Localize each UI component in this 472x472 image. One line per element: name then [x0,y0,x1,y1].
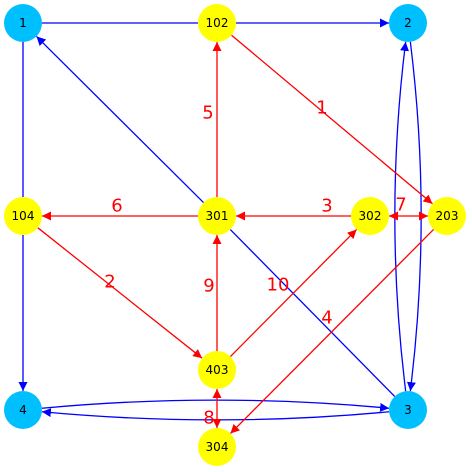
node-1: 1 [4,4,42,42]
node-circle-302 [351,197,389,235]
node-circle-403 [198,351,236,389]
node-circle-301 [198,197,236,235]
edge-4-3 [41,399,390,412]
node-403: 403 [198,351,236,389]
node-circle-104 [4,197,42,235]
node-circle-102 [198,4,236,42]
node-label-301: 301 [206,209,229,223]
edge-label-6: 6 [111,196,122,217]
node-label-304: 304 [206,440,229,454]
node-label-403: 403 [206,363,229,377]
node-circle-3 [389,391,427,429]
node-circle-4 [4,391,42,429]
node-104: 104 [4,197,42,235]
node-301: 301 [198,197,236,235]
node-203: 203 [428,197,466,235]
node-circle-203 [428,197,466,235]
edge-301-3 [229,229,396,397]
node-label-1: 1 [19,16,27,30]
edge-label-4: 4 [321,308,332,329]
edge-301-1 [36,35,204,204]
node-302: 302 [351,197,389,235]
edge-label-2: 2 [104,272,115,293]
node-label-203: 203 [436,209,459,223]
edge-403-302 [229,229,358,357]
edge-label-1: 1 [316,98,327,119]
edge-label-5: 5 [202,103,213,124]
edge-3-4 [41,408,390,421]
node-label-3: 3 [404,403,412,417]
node-4: 4 [4,391,42,429]
node-circle-2 [389,4,427,42]
edges-layer [18,18,435,434]
edge-label-3: 3 [321,196,332,217]
node-102: 102 [198,4,236,42]
node-circle-1 [4,4,42,42]
edge-102-203 [231,34,433,205]
edge-label-7: 7 [395,195,406,216]
node-circle-304 [198,428,236,466]
edge-203-304 [229,229,435,434]
node-2: 2 [389,4,427,42]
node-label-104: 104 [12,209,35,223]
edge-label-9: 9 [203,276,214,297]
node-label-102: 102 [206,16,229,30]
edge-label-10: 10 [267,275,290,296]
edge-label-8: 8 [203,408,214,429]
node-3: 3 [389,391,427,429]
edge-labels-layer: 1 2 3 4 5 6 7 8 9 10 [104,98,406,429]
node-label-302: 302 [359,209,382,223]
node-304: 304 [198,428,236,466]
node-label-2: 2 [404,16,412,30]
node-label-4: 4 [19,403,27,417]
edge-104-403 [37,227,203,359]
